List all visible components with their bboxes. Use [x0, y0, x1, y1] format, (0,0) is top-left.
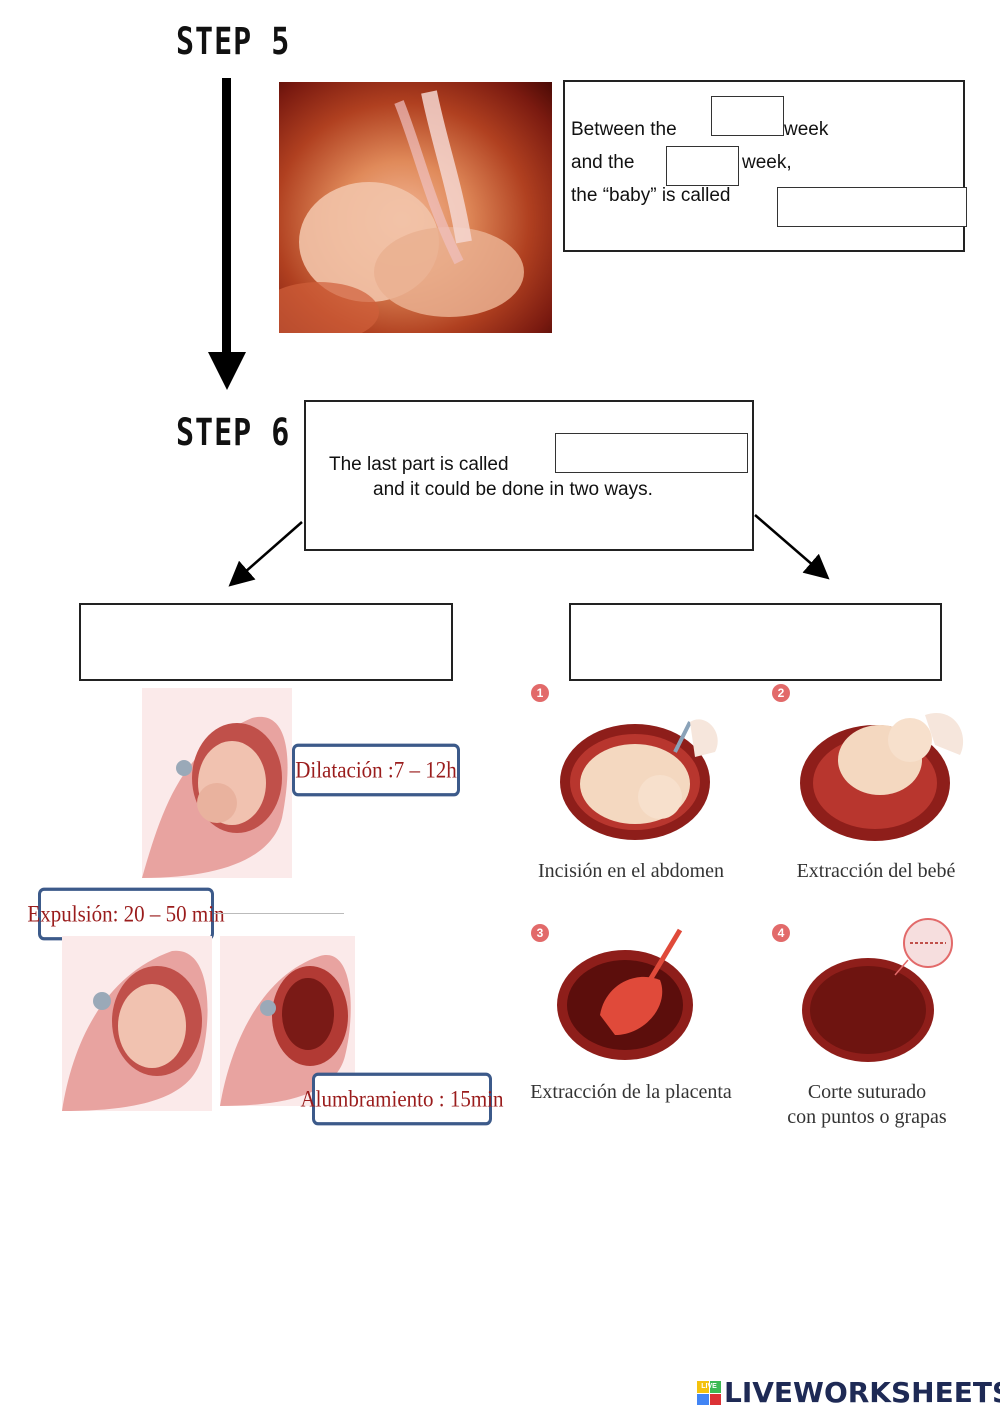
- suture-illustration: [800, 915, 955, 1065]
- step-5-line2-end: week,: [742, 152, 792, 173]
- expulsion-illustration: [62, 936, 212, 1111]
- left-arrow-icon: [228, 521, 303, 587]
- step-5-title: STEP 5: [176, 20, 291, 64]
- step-6-title: STEP 6: [176, 411, 291, 455]
- incision-illustration: [555, 712, 730, 847]
- step-2-caption: Extracción del bebé: [796, 860, 956, 882]
- step-3-caption: Extracción de la placenta: [530, 1081, 732, 1103]
- right-arrow-icon: [754, 514, 830, 580]
- step-number-2: 2: [772, 684, 790, 702]
- liveworksheets-logo-text: LIVEWORKSHEETS: [724, 1376, 1000, 1409]
- baby-extraction-illustration: [795, 705, 970, 845]
- dilation-illustration: [142, 688, 292, 878]
- blank-birth-type-left[interactable]: [79, 603, 453, 681]
- down-arrow-shaft: [222, 78, 231, 358]
- step-6-text-box: [304, 400, 754, 551]
- step-5-line1-end: week: [784, 119, 829, 140]
- step-number-1: 1: [531, 684, 549, 702]
- logo-small-text: LIVE: [701, 1383, 717, 1390]
- branch-arrows: [228, 514, 830, 587]
- step-number-3: 3: [531, 924, 549, 942]
- step-5-line3: the “baby” is called: [571, 185, 731, 206]
- divider-line: [214, 913, 344, 914]
- blank-week-start[interactable]: [711, 96, 784, 136]
- step-1-caption: Incisión en el abdomen: [537, 860, 725, 882]
- step-4-caption-line1: Corte suturado: [807, 1081, 927, 1103]
- step-6-line2: and it could be done in two ways.: [373, 479, 653, 500]
- fetus-photo: [279, 82, 552, 333]
- expulsion-label: Expulsión: 20 – 50 min: [27, 887, 225, 941]
- dilation-label: Dilatación :7 – 12h: [292, 743, 460, 797]
- step-4-caption-line2: con puntos o grapas: [787, 1106, 947, 1128]
- liveworksheets-logo-icon: [697, 1381, 721, 1405]
- step-5-line1-start: Between the: [571, 119, 677, 140]
- step-number-4: 4: [772, 924, 790, 942]
- step-5-line2-start: and the: [571, 152, 635, 173]
- step-6-line1: The last part is called: [329, 454, 509, 475]
- blank-week-end[interactable]: [666, 146, 739, 186]
- blank-baby-name[interactable]: [777, 187, 967, 227]
- down-arrow-head-icon: [208, 352, 246, 390]
- placenta-extraction-illustration: [555, 925, 705, 1065]
- blank-last-part[interactable]: [555, 433, 748, 473]
- blank-birth-type-right[interactable]: [569, 603, 942, 681]
- alumbramiento-label: Alumbramiento : 15min: [301, 1072, 504, 1126]
